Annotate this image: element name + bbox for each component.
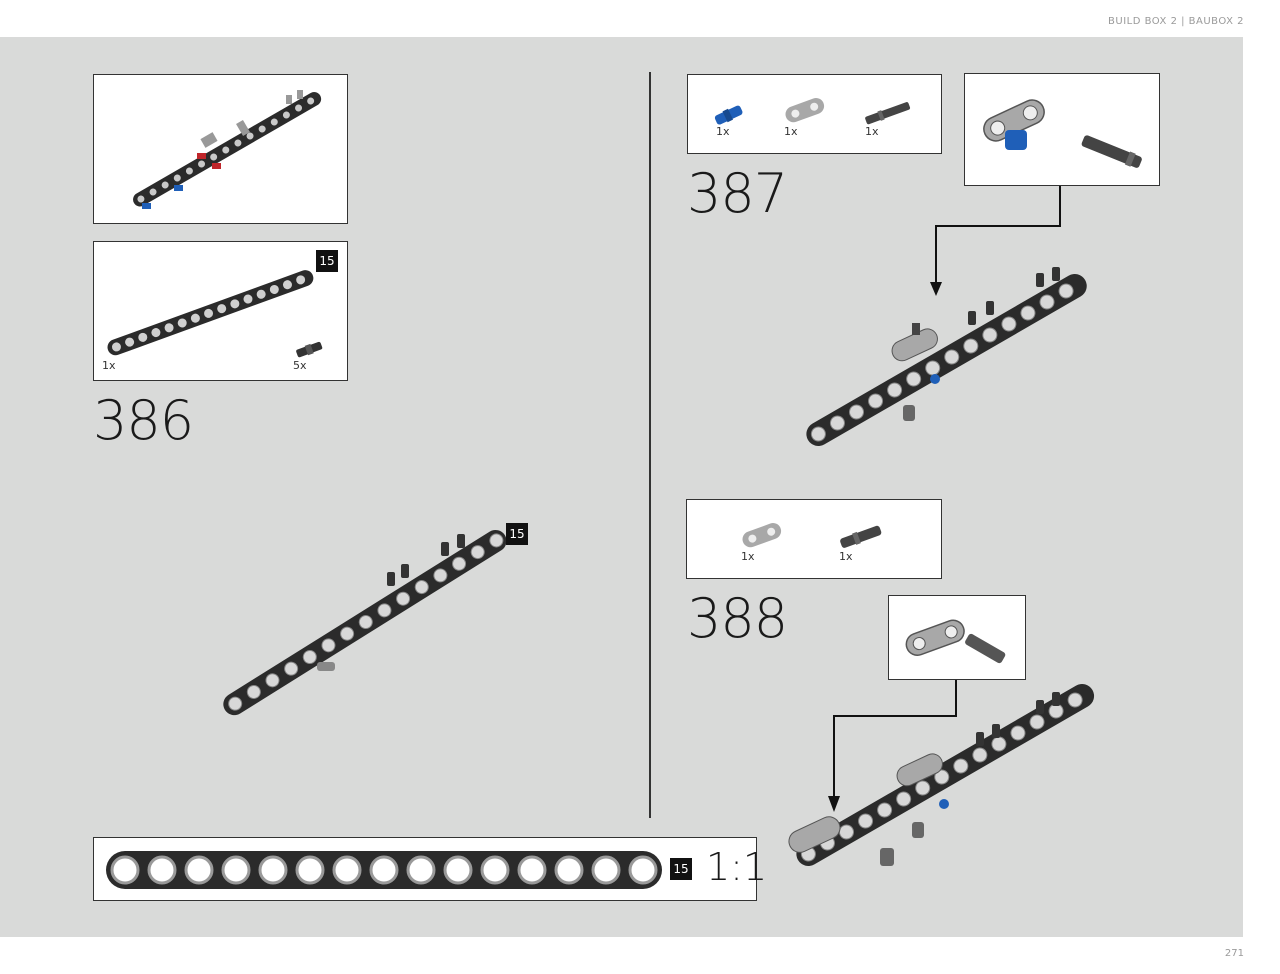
friction-pin-icon bbox=[296, 341, 323, 358]
beam-hole bbox=[628, 855, 658, 885]
beam-hole bbox=[591, 855, 621, 885]
length-badge: 15 bbox=[506, 523, 528, 545]
step-386-assembly-illustration bbox=[223, 529, 507, 716]
callout-illustration bbox=[905, 619, 1006, 664]
beam-hole bbox=[332, 855, 362, 885]
callout-arrow bbox=[930, 186, 1061, 296]
scale-label: 1:1 bbox=[706, 845, 768, 889]
beam-hole bbox=[184, 855, 214, 885]
scale-ruler: 15 1:1 bbox=[93, 837, 767, 901]
beam-hole bbox=[258, 855, 288, 885]
beam-hole bbox=[554, 855, 584, 885]
beam-hole bbox=[369, 855, 399, 885]
step-387-assembly-illustration bbox=[806, 267, 1087, 446]
part-qty: 1x bbox=[102, 359, 116, 372]
beam-hole bbox=[221, 855, 251, 885]
blue-pin-part-icon bbox=[714, 105, 743, 125]
part-qty: 1x bbox=[839, 550, 853, 563]
part-qty: 1x bbox=[716, 125, 730, 138]
step-388-parts-box: 1x 1x bbox=[686, 499, 942, 579]
callout-illustration bbox=[983, 99, 1142, 168]
beam-hole bbox=[147, 855, 177, 885]
step-386-parts-box: 1x 5x 15 bbox=[93, 241, 348, 381]
axle-pin-part-icon bbox=[840, 525, 882, 548]
part-qty: 5x bbox=[293, 359, 307, 372]
page-number: 271 bbox=[1224, 948, 1244, 959]
previous-assembly-illustration bbox=[133, 90, 322, 209]
cross-connector-part-icon bbox=[742, 523, 782, 548]
beam-hole bbox=[480, 855, 510, 885]
step-388-callout bbox=[888, 595, 1026, 680]
beam-15-part-icon bbox=[107, 270, 323, 358]
length-badge: 15 bbox=[670, 858, 692, 880]
step-387-callout bbox=[964, 73, 1160, 186]
beam-hole bbox=[406, 855, 436, 885]
beam-hole bbox=[517, 855, 547, 885]
step-number: 386 bbox=[93, 389, 194, 452]
beam-hole bbox=[295, 855, 325, 885]
beam-scale-illustration bbox=[106, 851, 662, 889]
length-badge: 15 bbox=[316, 250, 338, 272]
step-number: 388 bbox=[687, 587, 788, 650]
cross-connector-part-icon bbox=[785, 98, 825, 123]
axle-pin-part-icon bbox=[865, 102, 911, 125]
part-qty: 1x bbox=[741, 550, 755, 563]
step-387-parts-box: 1x 1x 1x bbox=[687, 74, 942, 154]
step-number: 387 bbox=[687, 162, 788, 225]
column-divider bbox=[649, 72, 651, 818]
part-qty: 1x bbox=[865, 125, 879, 138]
page-header: BUILD BOX 2 | BAUBOX 2 bbox=[1108, 16, 1244, 27]
beam-hole bbox=[110, 855, 140, 885]
step-388-assembly-illustration bbox=[788, 684, 1095, 866]
callout-arrow bbox=[828, 680, 957, 812]
previous-step-preview bbox=[93, 74, 348, 224]
beam-hole bbox=[443, 855, 473, 885]
part-qty: 1x bbox=[784, 125, 798, 138]
